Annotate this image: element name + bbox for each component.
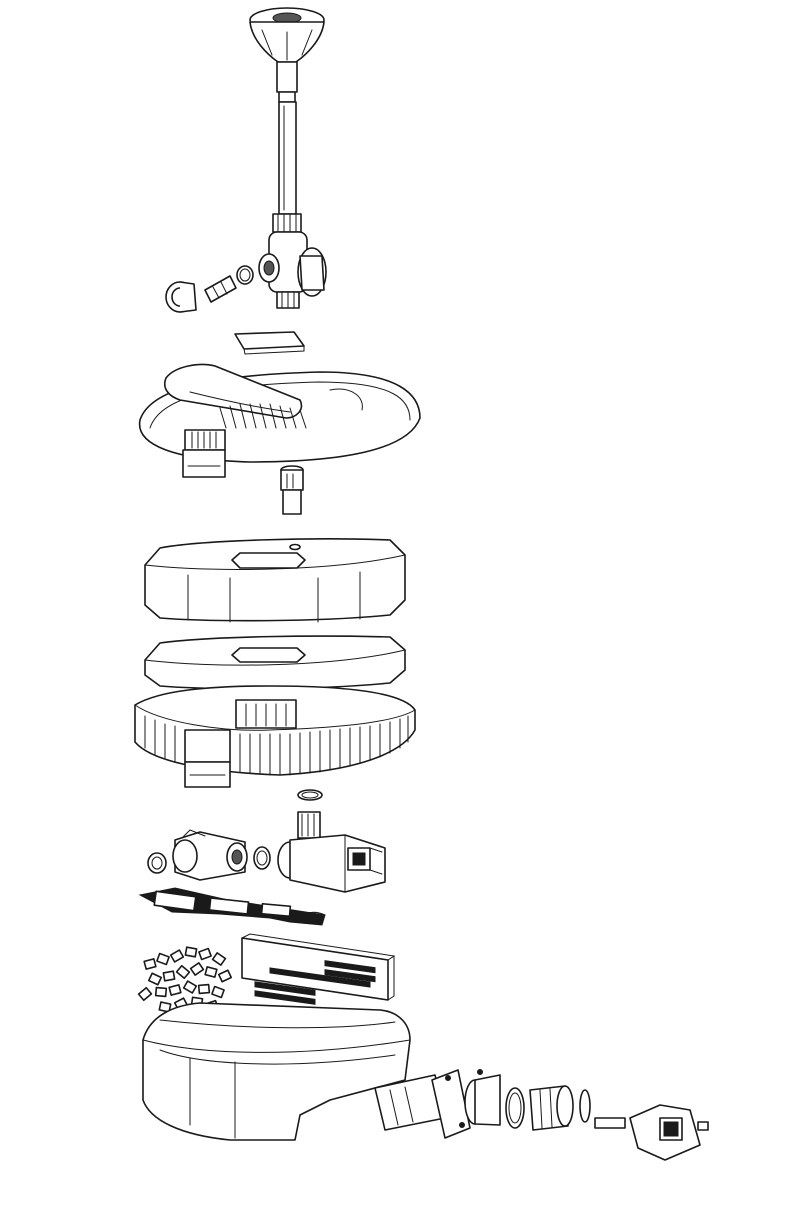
sponge-cage bbox=[134, 685, 416, 788]
cage-slots bbox=[144, 715, 409, 776]
lid-grille-slots bbox=[219, 403, 307, 429]
fine-filter-sponge bbox=[144, 635, 406, 690]
filter-housing bbox=[142, 1002, 411, 1141]
filter-lid bbox=[138, 363, 421, 478]
coarse-filter-sponge bbox=[144, 538, 406, 623]
lid-outlet-adapter bbox=[280, 465, 304, 515]
pump-motor bbox=[277, 811, 386, 893]
grille-slots bbox=[254, 960, 376, 1005]
outlet-cap-nut bbox=[165, 281, 197, 313]
intake-grille bbox=[241, 933, 396, 1005]
impeller-cover bbox=[138, 887, 326, 926]
pump-outlet-elbow bbox=[147, 829, 248, 881]
fountain-nozzle bbox=[249, 7, 325, 103]
diverter-valve bbox=[258, 231, 327, 309]
o-ring bbox=[236, 265, 254, 285]
uvc-lamp-assembly bbox=[374, 1069, 709, 1161]
uv-window-cover bbox=[234, 331, 305, 355]
pump-o-ring bbox=[297, 789, 323, 801]
bio-media bbox=[137, 946, 233, 1013]
motor-o-ring bbox=[253, 846, 271, 870]
extension-tube bbox=[272, 101, 302, 233]
hose-tail bbox=[204, 275, 237, 303]
